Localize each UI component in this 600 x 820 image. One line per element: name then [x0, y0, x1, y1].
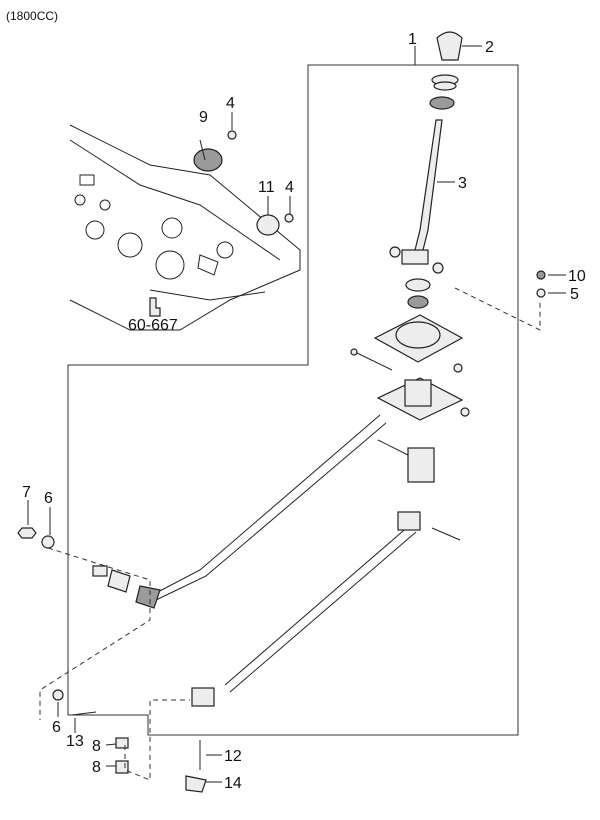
- lever-seat: [405, 278, 431, 309]
- callout-5: 5: [570, 286, 579, 303]
- base-housing: [376, 377, 470, 421]
- shift-lever: [389, 119, 444, 274]
- reference-code: 60-667: [128, 317, 178, 334]
- pointer-hand-icon: [149, 297, 161, 317]
- callout-9: 9: [199, 109, 208, 126]
- bushing-8a: [115, 737, 129, 749]
- clip-14: [185, 775, 207, 793]
- callout-12: 12: [224, 748, 242, 765]
- assembly-frame: [67, 64, 519, 736]
- callout-13: 13: [66, 733, 84, 750]
- callout-8-upper: 8: [92, 738, 101, 755]
- callout-3: 3: [458, 175, 467, 192]
- callout-11: 11: [258, 179, 275, 196]
- callout-4-upper: 4: [226, 95, 235, 112]
- shift-cable-upper: [92, 414, 387, 609]
- select-cable-lower: [191, 511, 461, 707]
- boot-plate: [350, 314, 464, 373]
- cable-bracket: [377, 439, 435, 483]
- callout-8-lower: 8: [92, 759, 101, 776]
- callout-1: 1: [408, 31, 417, 48]
- callout-10: 10: [568, 268, 586, 285]
- nut-7: [17, 527, 37, 539]
- shift-boot-spring: [429, 74, 459, 110]
- callout-6-lower: 6: [52, 719, 61, 736]
- fasteners: [17, 270, 546, 793]
- callout-4-lower: 4: [285, 179, 294, 196]
- dash-leader-right: [454, 287, 541, 331]
- washer-6-lower: [52, 689, 64, 701]
- mount-bushing-11: [256, 214, 280, 236]
- dash-leader-left-lower: [124, 699, 190, 781]
- engine-note: (1800CC): [6, 9, 58, 23]
- dash-leader-left-upper: [39, 547, 151, 720]
- nut-4-upper: [227, 130, 237, 140]
- bushing-8b: [115, 760, 129, 774]
- washer-5: [536, 288, 546, 298]
- bolt-13: [71, 711, 97, 716]
- callout-6-upper: 6: [44, 490, 53, 507]
- callout-2: 2: [485, 39, 494, 56]
- callout-7: 7: [22, 484, 31, 501]
- washer-6-left: [41, 535, 55, 549]
- nut-4-lower: [284, 213, 294, 223]
- inset-panel: [69, 112, 301, 331]
- shift-knob: [436, 31, 463, 61]
- nut-10: [536, 270, 546, 280]
- mount-bushing-9: [193, 148, 223, 172]
- callout-14: 14: [224, 775, 242, 792]
